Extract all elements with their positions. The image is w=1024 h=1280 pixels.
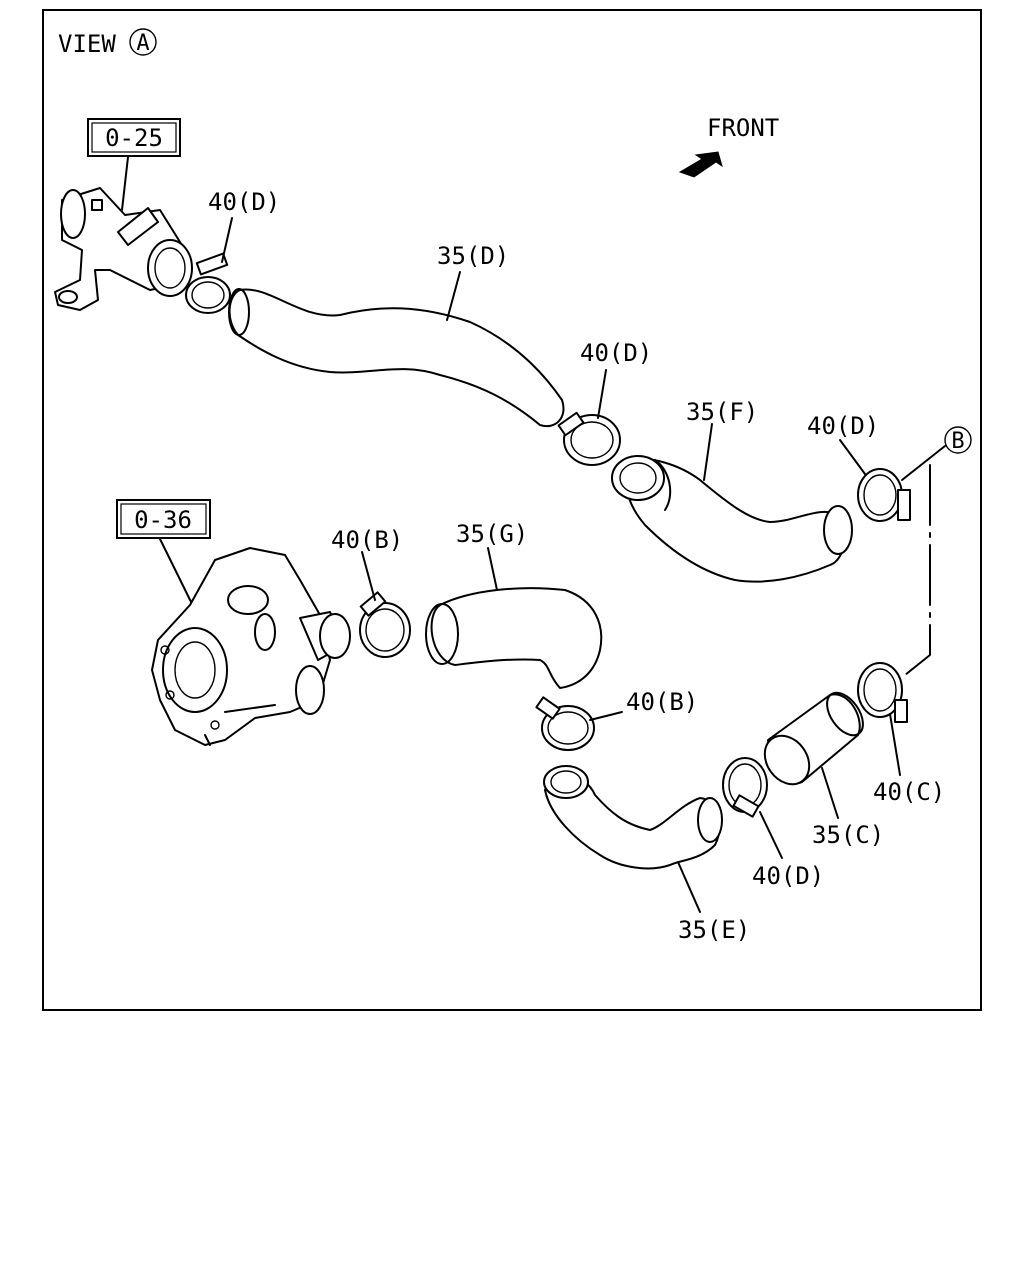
clamp-40-b-1 [359, 591, 411, 658]
clamp-40-b-2 [535, 696, 595, 751]
label-clamp-c: 40(C) [873, 778, 945, 806]
outlet-pipe [54, 187, 193, 311]
connector-b-letter: B [951, 429, 964, 454]
label-clamp-d-1: 40(D) [208, 188, 280, 216]
label-clamp-d-2: 40(D) [580, 339, 652, 367]
diagram-frame [42, 9, 982, 1011]
label-hose-d: 35(D) [437, 242, 509, 270]
label-hose-g: 35(G) [456, 520, 528, 548]
label-hose-c: 35(C) [812, 821, 884, 849]
turbocharger [151, 547, 351, 746]
hose-35-g [430, 587, 603, 689]
label-hose-f: 35(F) [686, 398, 758, 426]
label-hose-e: 35(E) [678, 916, 750, 944]
ref-box-top-text: 0-25 [105, 124, 163, 152]
clamp-40-d-1 [185, 252, 231, 314]
label-clamp-d-3: 40(D) [807, 412, 879, 440]
clamp-40-d-2 [557, 411, 621, 466]
clamp-40-d-3 [857, 468, 911, 522]
view-label: VIEW [58, 30, 116, 58]
ref-box-mid [116, 499, 211, 539]
label-clamp-d-4: 40(D) [752, 862, 824, 890]
label-clamp-b-1: 40(B) [331, 526, 403, 554]
view-letter: A [136, 31, 149, 56]
connector-b-dashline [904, 464, 931, 676]
connector-b-circle [944, 426, 972, 454]
ref-box-mid-text: 0-36 [134, 506, 192, 534]
view-letter-circle [129, 28, 157, 56]
label-clamp-b-2: 40(B) [626, 688, 698, 716]
front-label: FRONT [707, 114, 779, 142]
clamp-40-d-4 [722, 757, 768, 818]
hose-35-d [228, 288, 565, 428]
front-arrow-icon [678, 151, 723, 178]
clamp-40-c [857, 662, 908, 723]
ref-box-top [87, 118, 181, 157]
